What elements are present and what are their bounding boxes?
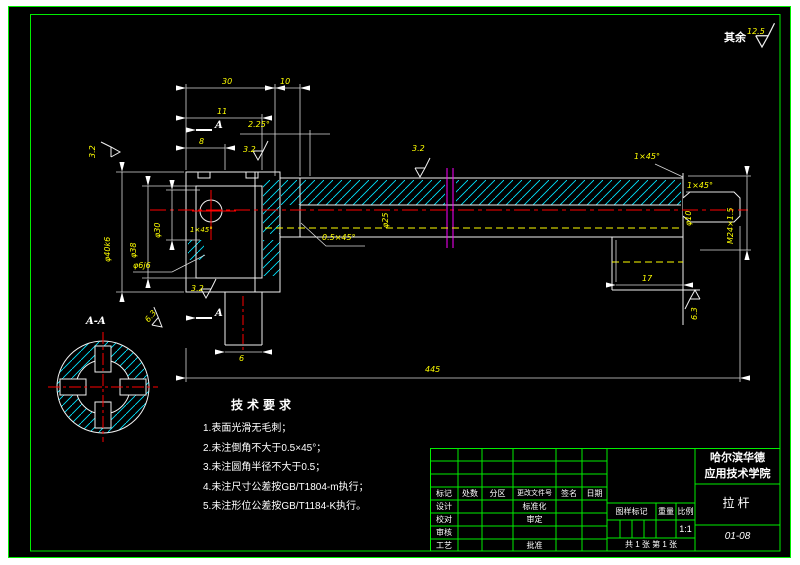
section-marker-top: A <box>215 120 223 131</box>
hidden-lines <box>265 227 683 263</box>
title-block-grid <box>430 448 781 552</box>
section-marker-bottom: A <box>215 308 223 319</box>
general-note-label: 其余 <box>724 31 746 44</box>
tech-requirements-title: 技术要求 <box>231 398 296 412</box>
dia-inner: φ30 <box>153 222 162 238</box>
tech-requirement-item: 5.未注形位公差按GB/T1184-K执行。 <box>203 501 367 512</box>
tb-row-process: 工艺 <box>436 540 452 550</box>
roughness-head-bottom: 3.2 <box>191 284 204 293</box>
chamfer-head-note: 1×45° <box>190 226 213 234</box>
dim-6: 6 <box>239 354 245 363</box>
roughness-shaft-top: 3.2 <box>412 144 425 153</box>
tb-row-check: 校对 <box>436 515 452 524</box>
tb-header-mark: 标记 <box>436 489 452 498</box>
sheet-frame <box>8 6 791 558</box>
section-title: A-A <box>86 316 106 327</box>
dim-total: 445 <box>425 365 441 374</box>
tb-row-review: 审核 <box>436 528 452 537</box>
chamfer-step-note: 0.5×45° <box>322 233 356 242</box>
tb-row-standard: 标准化 <box>522 502 547 511</box>
dia-head: φ40k6 <box>103 236 112 262</box>
tb-stamp-weight-label: 重量 <box>658 507 674 516</box>
roughness-symbols <box>100 22 776 328</box>
dim-17: 17 <box>642 274 653 283</box>
tb-row-design: 设计 <box>436 502 452 511</box>
general-note-roughness-value: 12.5 <box>747 27 765 36</box>
tech-requirement-item: 2.未注倒角不大于0.5×45°； <box>203 442 327 454</box>
tb-sheets: 共 1 张 第 1 张 <box>624 540 677 549</box>
roughness-end-step: 6.3 <box>690 307 699 320</box>
dia-pin: φ6j6 <box>133 261 151 270</box>
tb-row-approve: 批准 <box>526 540 543 550</box>
tb-company-line1: 哈尔滨华德 <box>710 451 765 464</box>
tb-scale-value: 1:1 <box>679 523 692 534</box>
centerlines <box>48 190 748 442</box>
drawing-sheet <box>8 6 791 558</box>
tb-row-approve-std: 审定 <box>526 515 543 524</box>
dia-mid: φ38 <box>129 242 138 258</box>
dimension-lines <box>116 84 751 382</box>
tb-header-doc-no: 更改文件号 <box>517 490 552 497</box>
tb-stamp-scale-label: 比例 <box>677 507 694 516</box>
tb-stamp-mark-label: 图样标记 <box>615 507 648 516</box>
tb-header-zone: 分区 <box>489 489 506 498</box>
dim-8: 8 <box>199 137 205 146</box>
tech-requirement-item: 4.未注尺寸公差按GB/T1804-m执行； <box>203 481 369 493</box>
dim-11: 11 <box>217 107 228 116</box>
tb-company-line2: 应用技术学院 <box>704 467 771 480</box>
tb-part-name: 拉杆 <box>722 495 753 510</box>
tb-header-sign: 签名 <box>561 489 577 498</box>
tb-drawing-no: 01-08 <box>724 530 751 542</box>
tech-requirement-item: 1.表面光滑无毛刺； <box>203 423 292 434</box>
dia-shaft: φ25 <box>381 212 390 228</box>
tb-header-count: 处数 <box>462 489 478 498</box>
roughness-left-face: 3.2 <box>88 145 97 158</box>
thread-spec: M24×1.5 <box>726 207 735 244</box>
roughness-near-angle: 3.2 <box>243 145 256 154</box>
section-hatching <box>57 180 681 433</box>
chamfer-end1-note: 1×45° <box>634 152 660 161</box>
dim-30: 30 <box>222 77 233 86</box>
dia-end: φ10 <box>684 210 693 226</box>
tech-requirements: 技术要求 1.表面光滑无毛刺； 2.未注倒角不大于0.5×45°； 3.未注圆角… <box>203 396 369 517</box>
dim-angle: 2.25° <box>248 120 270 129</box>
chamfer-end2-note: 1×45° <box>687 181 713 190</box>
tb-header-date: 日期 <box>586 489 603 498</box>
dim-10: 10 <box>280 77 291 86</box>
break-lines <box>446 168 454 248</box>
section-cut-arrows <box>186 127 212 321</box>
tech-requirement-item: 3.未注圆角半径不大于0.5； <box>203 462 326 473</box>
